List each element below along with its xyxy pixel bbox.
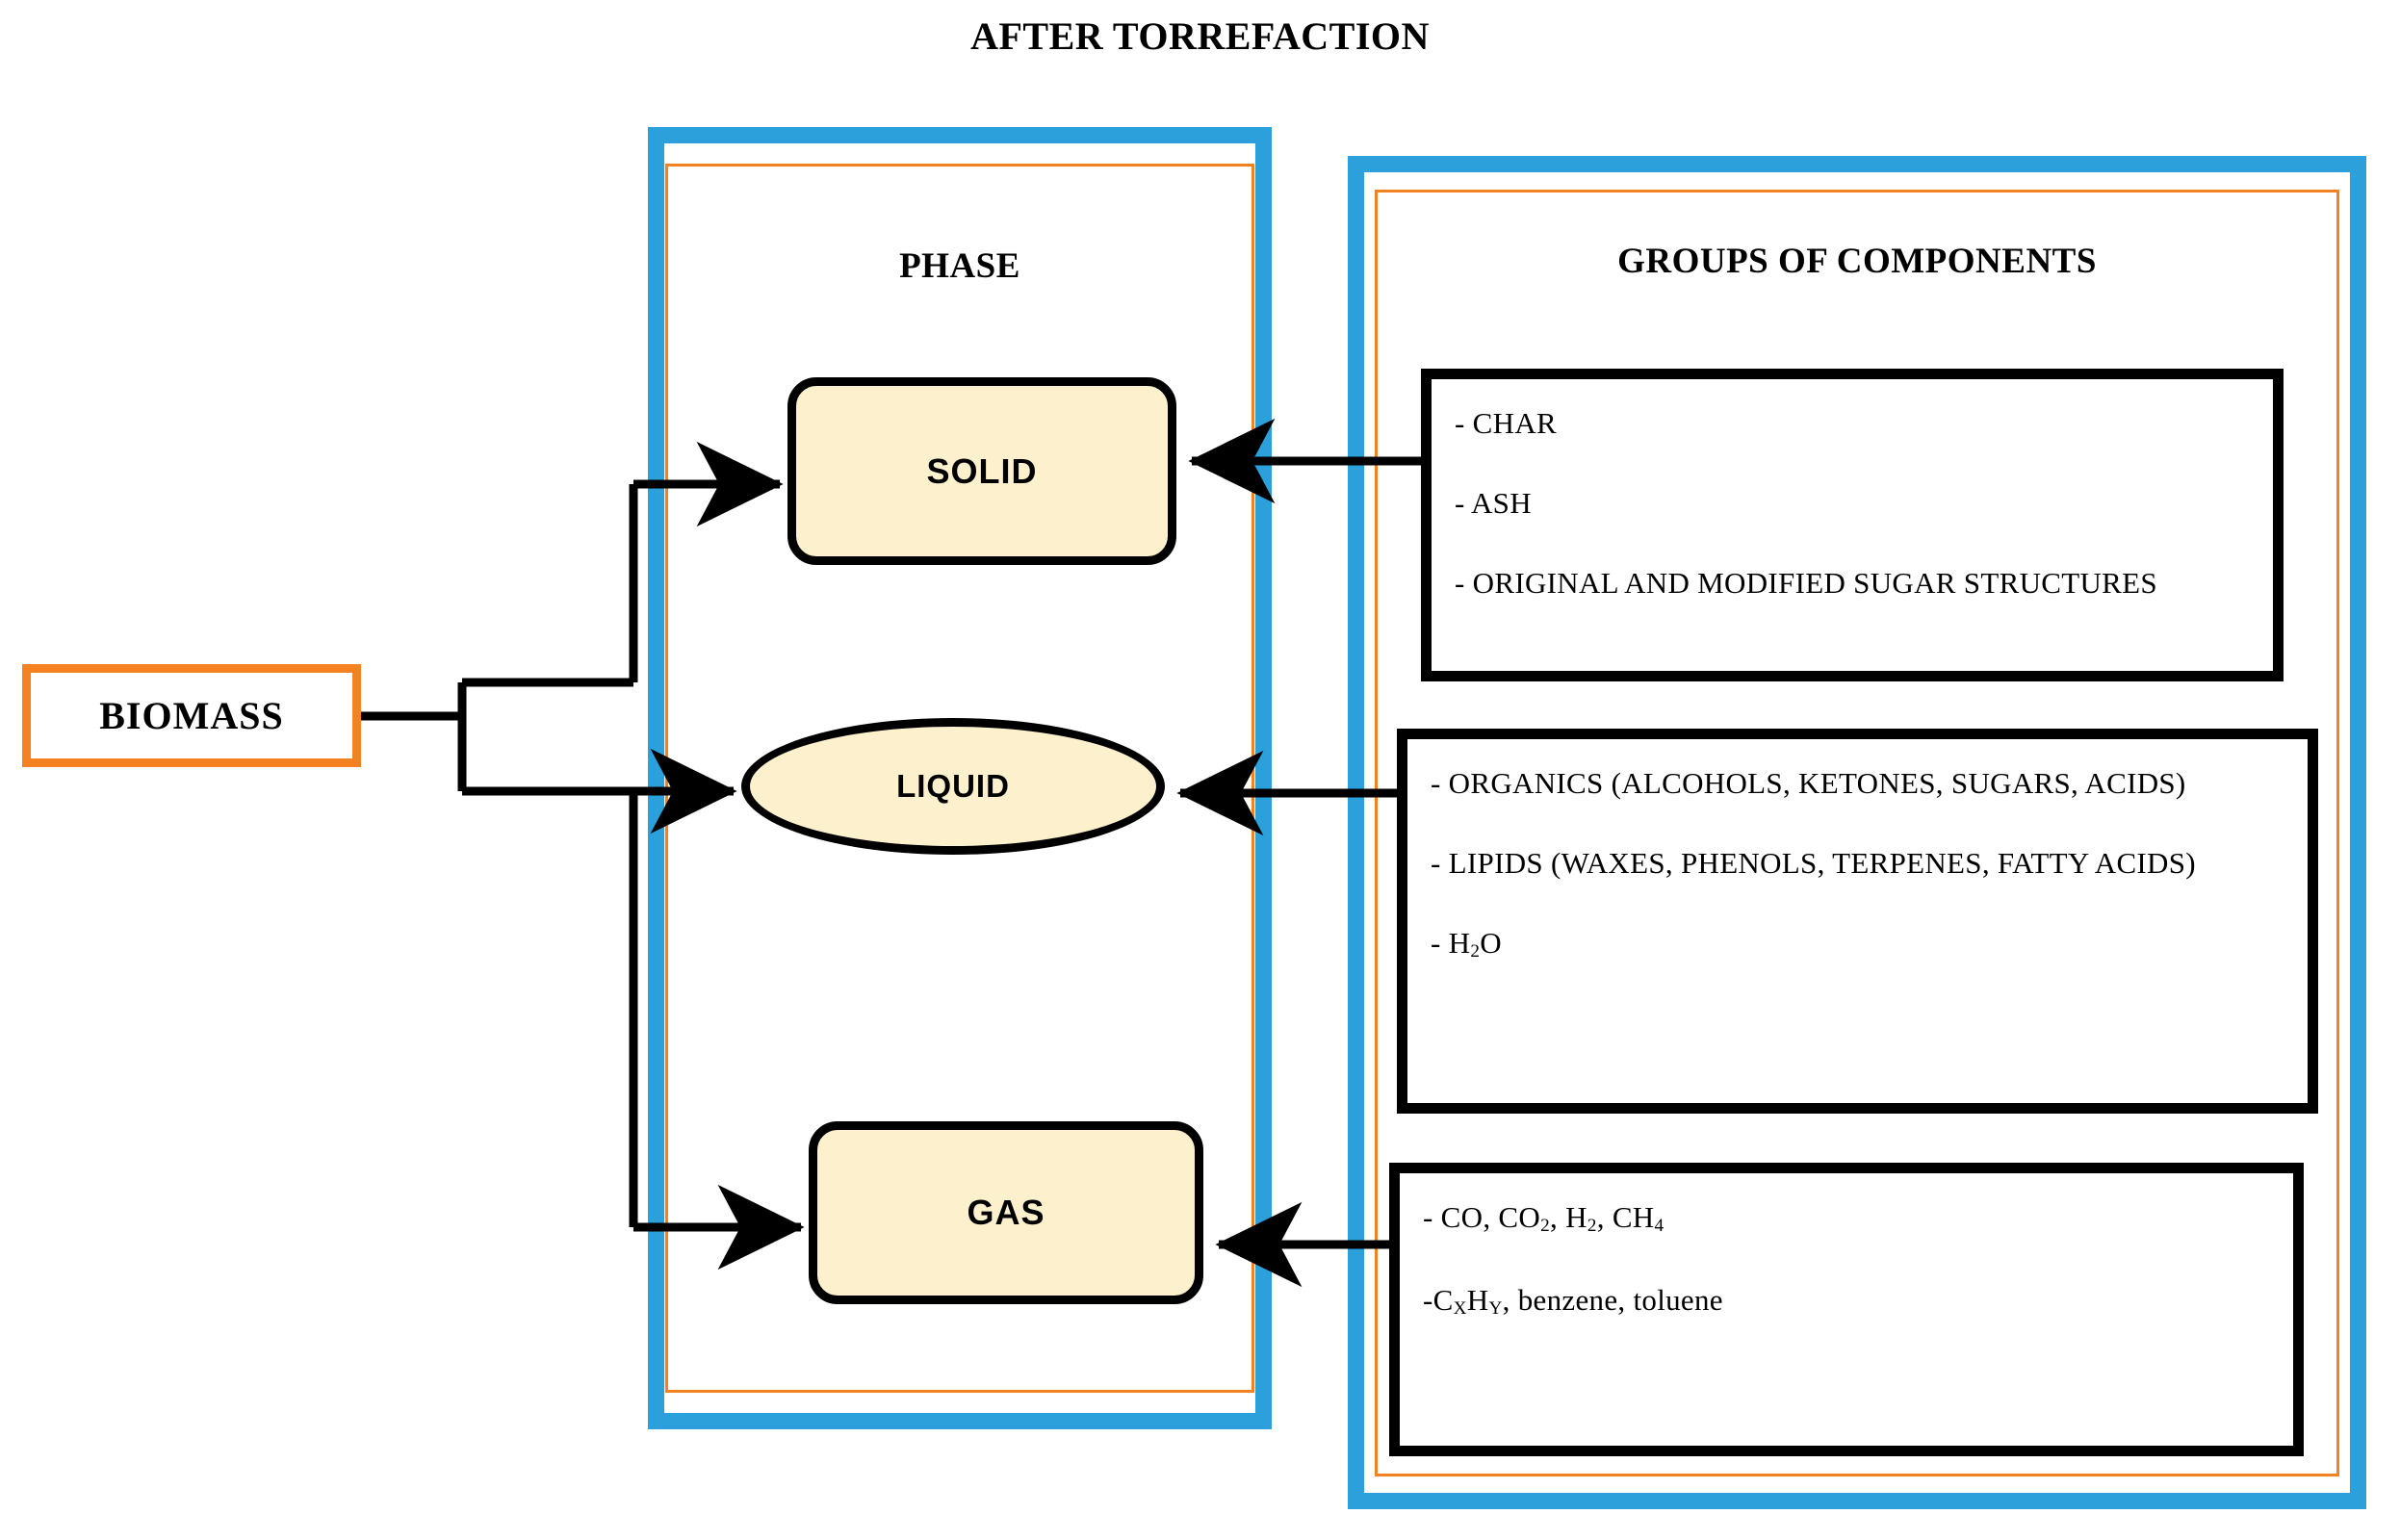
- component-line: - ASH: [1455, 486, 1532, 520]
- phase-panel-heading: PHASE: [899, 246, 1020, 286]
- biomass-box[interactable]: BIOMASS: [22, 664, 361, 767]
- component-line: - CHAR: [1455, 406, 1558, 440]
- phase-node-solid-label: SOLID: [926, 450, 1038, 491]
- phase-node-gas[interactable]: GAS: [809, 1121, 1203, 1304]
- components-box-solid: - CHAR - ASH - ORIGINAL AND MODIFIED SUG…: [1421, 369, 2284, 681]
- phase-node-solid[interactable]: SOLID: [787, 377, 1176, 565]
- component-line: - LIPIDS (WAXES, PHENOLS, TERPENES, FATT…: [1431, 846, 2196, 880]
- phase-node-gas-label: GAS: [967, 1193, 1045, 1232]
- components-box-gas: - CO, CO2, H2, CH4 -CXHY, benzene, tolue…: [1389, 1163, 2304, 1456]
- component-line: - CO, CO2, H2, CH4: [1423, 1200, 1665, 1237]
- biomass-label: BIOMASS: [99, 694, 284, 737]
- component-line: - ORIGINAL AND MODIFIED SUGAR STRUCTURES: [1455, 566, 2157, 600]
- components-panel-heading: GROUPS OF COMPONENTS: [1617, 242, 2097, 281]
- phase-node-liquid[interactable]: LIQUID: [741, 718, 1165, 855]
- component-line: -CXHY, benzene, toluene: [1423, 1283, 1723, 1320]
- components-box-liquid: - ORGANICS (ALCOHOLS, KETONES, SUGARS, A…: [1397, 729, 2318, 1114]
- component-line: - ORGANICS (ALCOHOLS, KETONES, SUGARS, A…: [1431, 766, 2186, 800]
- phase-node-liquid-label: LIQUID: [896, 768, 1010, 804]
- components-panel-orange-border: [1375, 190, 2339, 1476]
- component-line: - H2O: [1431, 926, 1502, 962]
- page-title: AFTER TORREFACTION: [970, 14, 1430, 58]
